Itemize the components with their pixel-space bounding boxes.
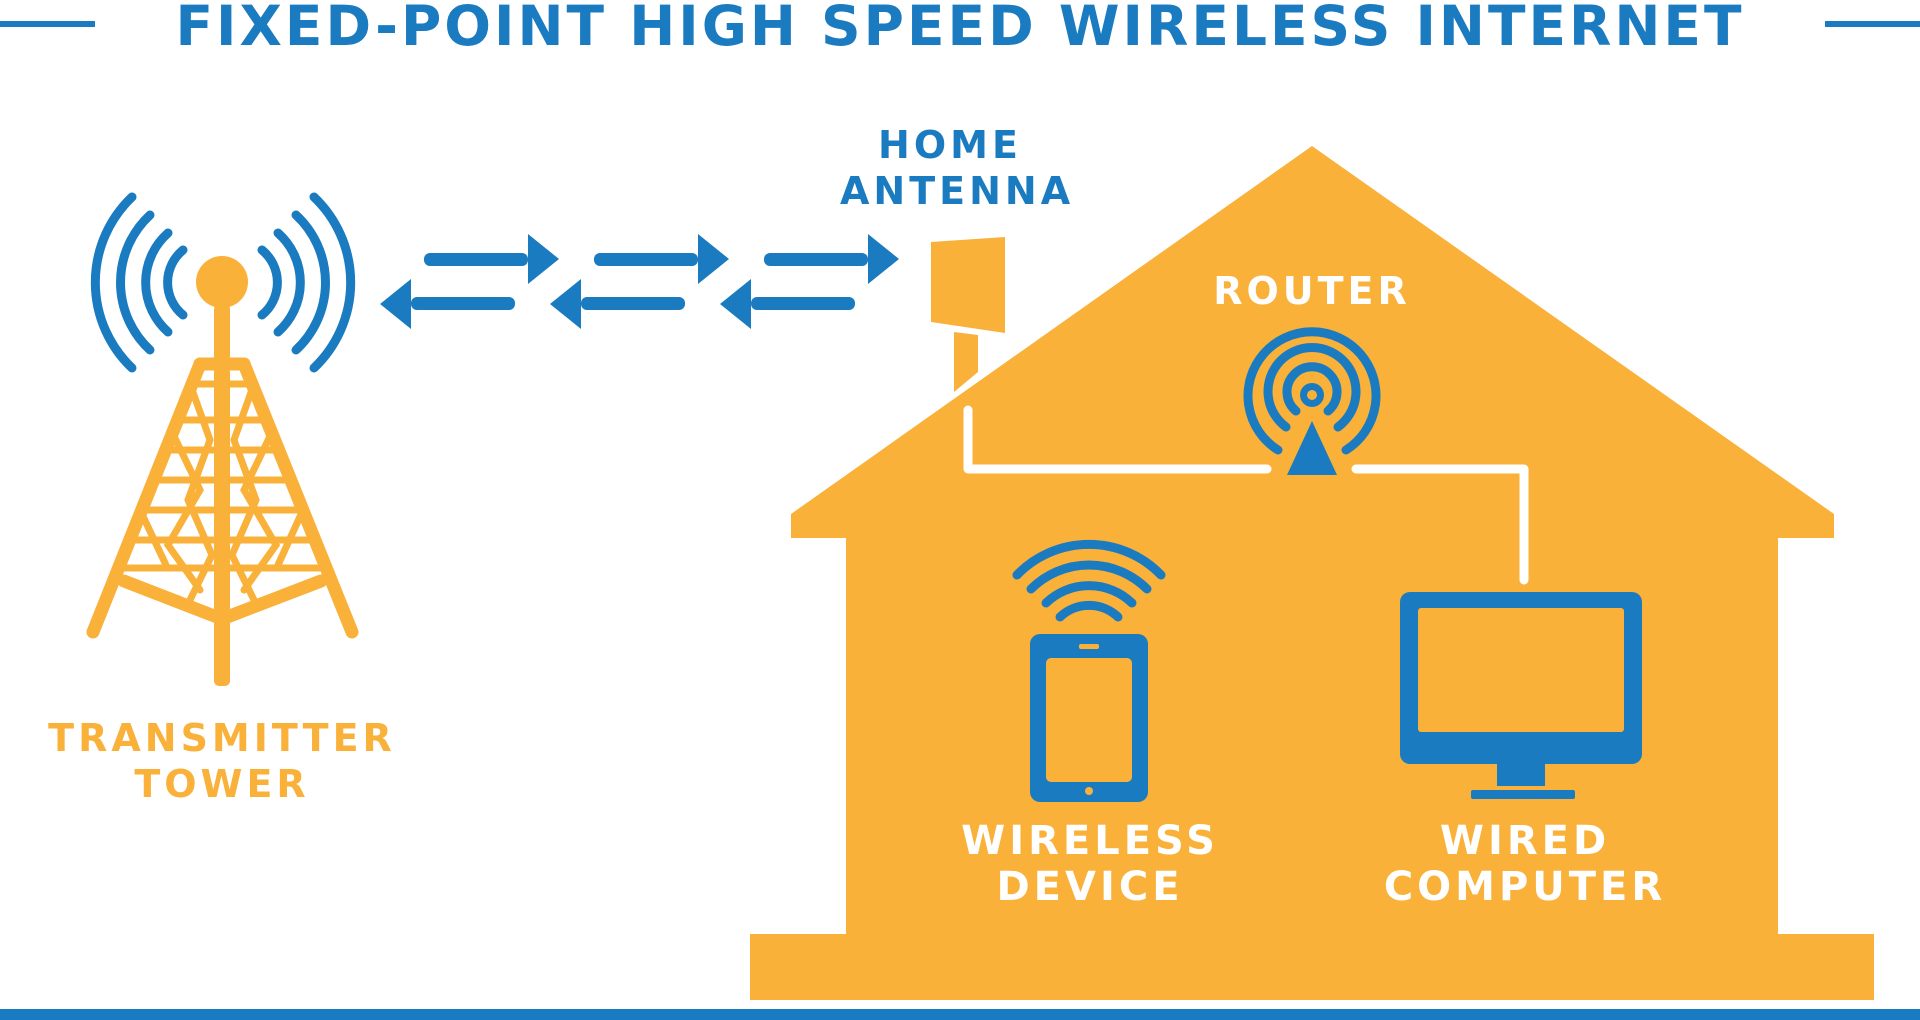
title-rule-left bbox=[0, 21, 95, 27]
network-cables bbox=[963, 405, 1529, 585]
title-rule-right bbox=[1825, 21, 1920, 27]
router-icon bbox=[1243, 327, 1381, 475]
wireless-device-label-line2: DEVICE bbox=[996, 864, 1184, 910]
page-title: FIXED-POINT HIGH SPEED WIRELESS INTERNET bbox=[175, 0, 1745, 58]
wireless-device-label-line1: WIRELESS bbox=[961, 818, 1219, 864]
arrow-left-icon bbox=[380, 279, 515, 329]
transmitter-tower-label-line1: TRANSMITTER bbox=[48, 716, 396, 760]
home-antenna-label-line1: HOME bbox=[878, 123, 1022, 167]
arrow-left-icon bbox=[720, 279, 855, 329]
signal-wave-icon bbox=[1012, 539, 1166, 622]
wired-computer-label-line2: COMPUTER bbox=[1383, 864, 1667, 910]
arrow-right-icon bbox=[424, 234, 559, 284]
wireless-device-label: WIRELESS DEVICE bbox=[940, 818, 1240, 910]
home-antenna-label: HOME ANTENNA bbox=[840, 122, 1075, 214]
wired-computer-label: WIRED COMPUTER bbox=[1370, 818, 1680, 910]
monitor-icon bbox=[1400, 592, 1642, 799]
arrow-right-icon bbox=[594, 234, 729, 284]
title-row: FIXED-POINT HIGH SPEED WIRELESS INTERNET bbox=[0, 0, 1920, 60]
transmitter-tower-label-line2: TOWER bbox=[134, 762, 310, 806]
transmitter-tower-label: TRANSMITTER TOWER bbox=[42, 715, 402, 807]
router-label-text: ROUTER bbox=[1213, 269, 1411, 313]
antenna-icon bbox=[931, 237, 1005, 392]
tablet-icon bbox=[1030, 634, 1148, 802]
transmitter-tower-icon bbox=[86, 256, 359, 686]
signal-wave-icon bbox=[90, 192, 356, 373]
bottom-rule bbox=[0, 1009, 1920, 1020]
wired-computer-label-line1: WIRED bbox=[1439, 818, 1611, 864]
arrow-left-icon bbox=[550, 279, 685, 329]
home-antenna-label-line2: ANTENNA bbox=[840, 169, 1075, 213]
router-label: ROUTER bbox=[1200, 268, 1424, 314]
arrow-right-icon bbox=[764, 234, 899, 284]
data-arrows bbox=[380, 234, 899, 329]
